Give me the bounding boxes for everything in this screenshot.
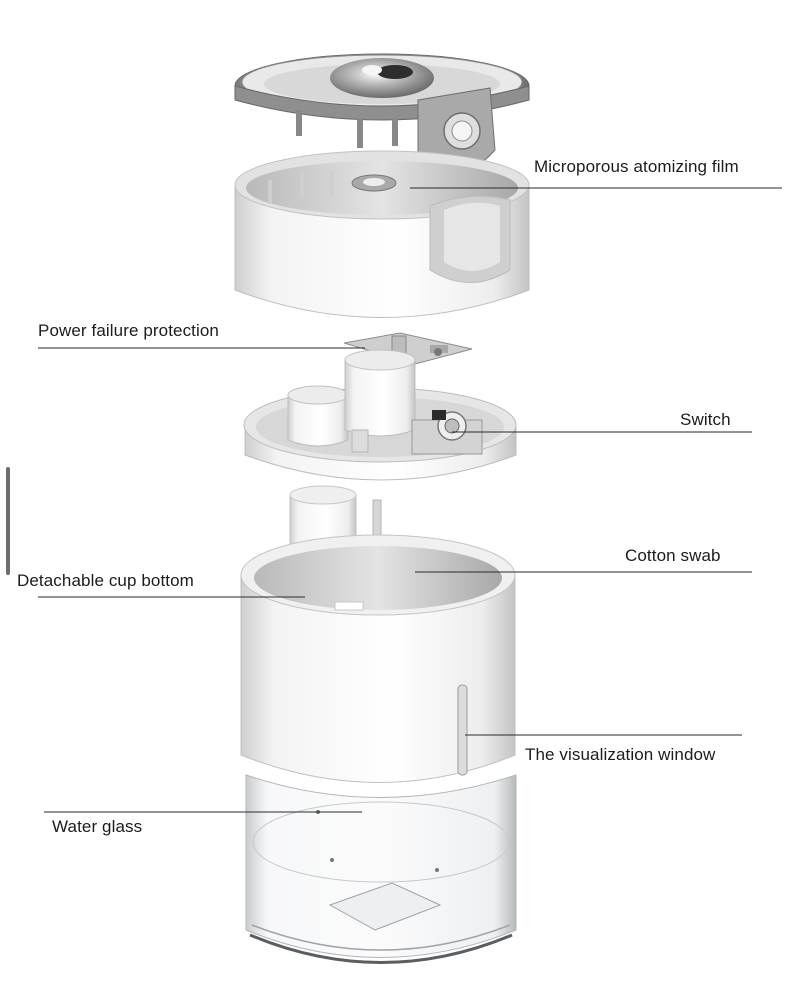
middle-platform [243, 349, 517, 481]
label-microporous-atomizing-film: Microporous atomizing film [534, 157, 739, 176]
callout-lines [38, 187, 782, 813]
label-visualization-window: The visualization window [525, 745, 716, 764]
label-detachable-cup-bottom: Detachable cup bottom [17, 571, 194, 590]
label-cotton-swab: Cotton swab [625, 546, 721, 565]
label-switch: Switch [680, 410, 731, 429]
label-power-failure-protection: Power failure protection [38, 321, 219, 340]
water-glass [245, 774, 517, 964]
detachable-cup-bottom [240, 534, 516, 783]
label-water-glass: Water glass [52, 817, 143, 836]
scroll-indicator[interactable] [6, 467, 10, 575]
upper-shell [234, 150, 530, 318]
